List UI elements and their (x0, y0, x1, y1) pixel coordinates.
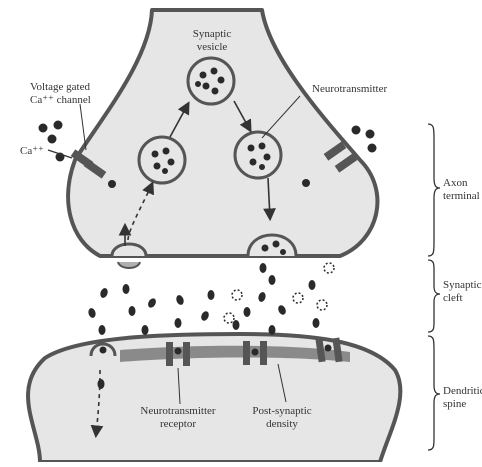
synaptic-vesicle-left (139, 137, 185, 183)
label-voltage-gated-1: Voltage gated (30, 81, 90, 93)
label-voltage-gated-2: Ca⁺⁺ channel (30, 94, 91, 106)
label-axon-terminal-1: Axon (443, 177, 468, 189)
label-synaptic-cleft-1: Synaptic (443, 279, 482, 291)
label-dendritic-spine-2: spine (443, 398, 466, 410)
synaptic-vesicle-top (188, 58, 234, 104)
fused-vesicle (112, 244, 146, 268)
label-axon-terminal-2: terminal (443, 190, 480, 202)
label-synaptic-vesicle-1: Synaptic (193, 28, 232, 40)
label-psd-2: density (266, 418, 298, 430)
receptor-left-icon (91, 344, 115, 356)
label-psd-1: Post-synaptic (252, 405, 311, 417)
label-neurotransmitter: Neurotransmitter (312, 83, 387, 95)
label-dendritic-spine-1: Dendritic (443, 385, 482, 397)
label-synaptic-cleft-2: cleft (443, 292, 463, 304)
synaptic-vesicle-right (235, 132, 281, 178)
label-nt-receptor-2: receptor (160, 418, 196, 430)
label-ca-ion: Ca⁺⁺ (20, 145, 44, 157)
brace-icons (428, 124, 440, 450)
dissociated-molecules (224, 263, 334, 323)
label-synaptic-vesicle-2: vesicle (197, 41, 228, 53)
label-nt-receptor-1: Neurotransmitter (140, 405, 215, 417)
